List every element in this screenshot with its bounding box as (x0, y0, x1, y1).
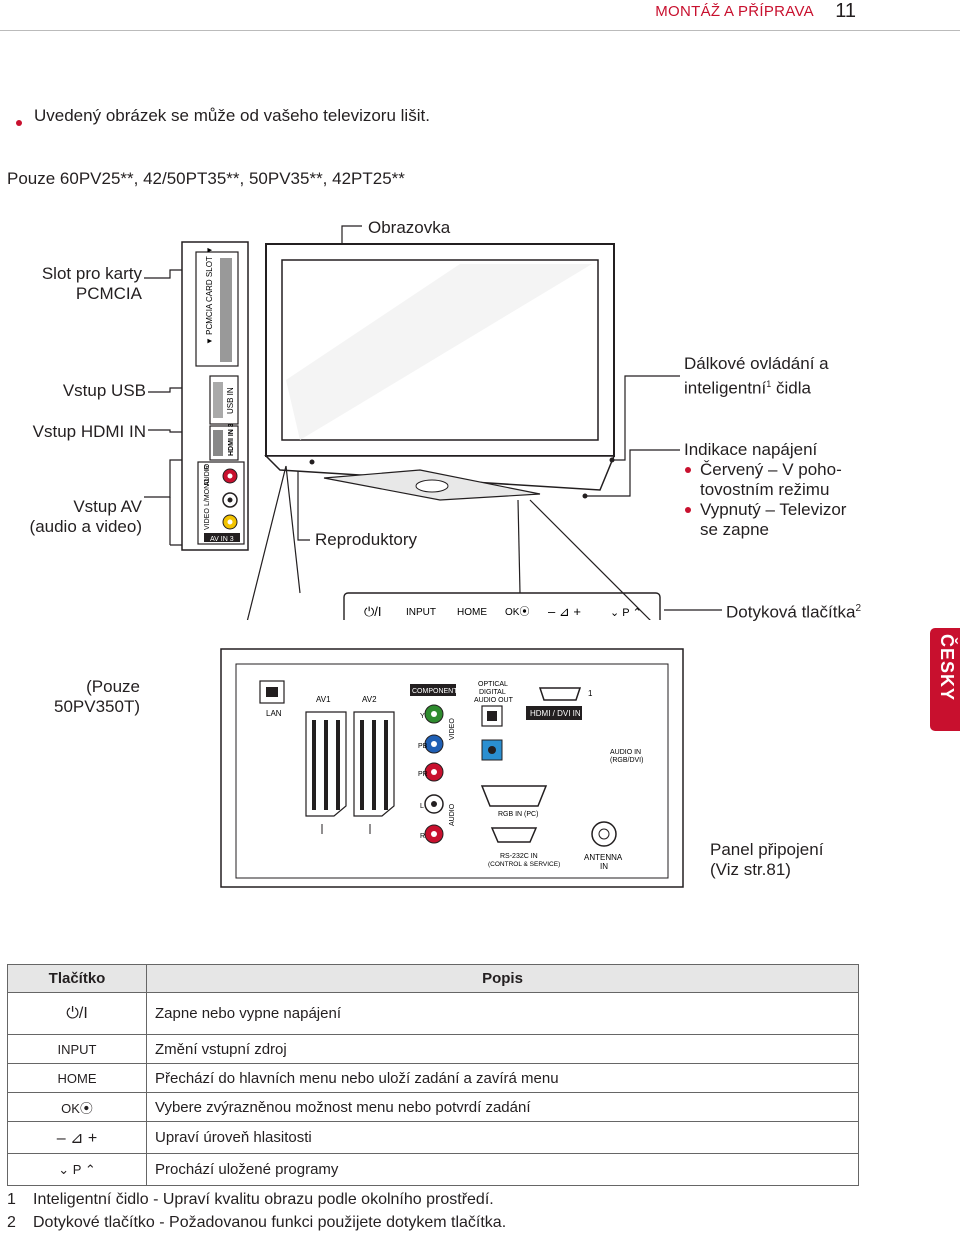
rear-pb: PB (418, 743, 428, 750)
side-video-label: VIDEO (204, 508, 211, 530)
table-desc: Zapne nebo vypne napájení (146, 992, 859, 1035)
touch-home: HOME (457, 607, 487, 618)
header-divider (0, 30, 960, 31)
rear-y: Y (420, 713, 425, 720)
touch-ok: OK⦿ (505, 606, 529, 618)
label-speakers: Reproduktory (315, 530, 418, 549)
table-row: OK⦿ Vybere zvýrazněnou možnost menu nebo… (7, 1092, 859, 1122)
label-av: Vstup AV(audio a video) (29, 497, 142, 536)
rear-av1: AV1 (316, 695, 331, 704)
rear-antenna-1: ANTENNA (584, 853, 623, 862)
side-r-label: R (204, 465, 211, 470)
label-power-indicator: Indikace napájení Červený – V poho- tovo… (684, 440, 847, 539)
rear-audio-in-1: AUDIO IN (610, 749, 641, 756)
table-key: HOME (7, 1063, 147, 1093)
label-usb: Vstup USB (62, 381, 146, 400)
side-usb-label: USB IN (226, 387, 235, 414)
rear-hdmi-dvi: HDMI / DVI IN (530, 709, 581, 718)
table-key: ⌄ P ⌃ (7, 1153, 147, 1186)
label-touch-buttons: Dotyková tlačítka2 (726, 602, 862, 622)
rear-optical-2: DIGITAL (479, 689, 506, 696)
rear-r: R (420, 833, 425, 840)
rear-hdmi-num: 1 (588, 689, 593, 698)
table-key: OK⦿ (7, 1092, 147, 1122)
button-table: Tlačítko Popis ⏻/I Zapne nebo vypne napá… (7, 964, 859, 1186)
table-row: ⌄ P ⌃ Prochází uložené programy (7, 1153, 859, 1186)
table-row: – ⊿ + Upraví úroveň hlasitosti (7, 1121, 859, 1154)
rear-audio-in-2: (RGB/DVI) (610, 757, 643, 764)
rear-lan: LAN (266, 709, 282, 718)
table-header-description: Popis (146, 964, 859, 993)
label-remote: Dálkové ovládání a inteligentní1 čidla (684, 354, 829, 398)
touch-input: INPUT (406, 607, 436, 618)
rear-panel-illustration: LAN AV1 AV2 COMPONENT IN Y PB PR L R VID… (220, 648, 684, 888)
rear-l: L (420, 803, 424, 810)
table-header-button: Tlačítko (7, 964, 147, 993)
table-desc: Prochází uložené programy (146, 1153, 859, 1186)
table-desc: Změní vstupní zdroj (146, 1034, 859, 1064)
touch-program: ⌄ P ⌃ (610, 607, 642, 619)
table-row: INPUT Změní vstupní zdroj (7, 1034, 859, 1064)
table-desc: Upraví úroveň hlasitosti (146, 1121, 859, 1154)
rear-av2: AV2 (362, 695, 377, 704)
note-text: Uvedený obrázek se může od vašeho televi… (34, 106, 430, 125)
rear-component: COMPONENT IN (412, 688, 466, 695)
page-number: 11 (835, 0, 856, 22)
table-key: – ⊿ + (7, 1121, 147, 1154)
touch-volume: – ⊿ + (548, 604, 581, 619)
table-desc: Přechází do hlavních menu nebo uloží zad… (146, 1063, 859, 1093)
side-lmono-label: L/MONO (204, 478, 211, 506)
side-pcmcia-label: ▼ PCMCIA CARD SLOT ▼ (205, 246, 214, 345)
side-audio-label: AUDIO (204, 463, 211, 486)
rear-optical-1: OPTICAL (478, 681, 508, 688)
section-title: MONTÁŽ A PŘÍPRAVA (655, 3, 814, 20)
rear-optical-3: AUDIO OUT (474, 697, 514, 704)
tv-front-illustration: ▼ PCMCIA CARD SLOT ▼ USB IN HDMI IN 3 VI… (144, 225, 722, 620)
table-row: HOME Přechází do hlavních menu nebo ulož… (7, 1063, 859, 1093)
table-key: INPUT (7, 1034, 147, 1064)
table-desc: Vybere zvýrazněnou možnost menu nebo pot… (146, 1092, 859, 1122)
rear-antenna-2: IN (600, 862, 608, 871)
language-tab[interactable]: ČESKY (930, 628, 960, 731)
models-text: Pouze 60PV25**, 42/50PT35**, 50PV35**, 4… (7, 169, 405, 188)
label-screen: Obrazovka (368, 218, 451, 237)
side-avin-label: AV IN 3 (210, 536, 234, 543)
rear-rgb: RGB IN (PC) (498, 811, 538, 818)
rear-pr: PR (418, 771, 428, 778)
rear-audio: AUDIO (449, 803, 456, 826)
side-hdmi-label: HDMI IN 3 (228, 423, 235, 456)
table-key: ⏻/I (7, 992, 147, 1035)
touch-power: ⏻/I (364, 604, 382, 619)
table-row: ⏻/I Zapne nebo vypne napájení (7, 992, 859, 1035)
rear-video: VIDEO (449, 718, 456, 740)
rear-rs232-2: (CONTROL & SERVICE) (488, 861, 560, 868)
label-hdmi: Vstup HDMI IN (32, 422, 146, 441)
note-bullet (16, 113, 22, 131)
rear-rs232-1: RS-232C IN (500, 853, 538, 860)
label-panel: Panel připojení(Viz str.81) (710, 840, 824, 879)
